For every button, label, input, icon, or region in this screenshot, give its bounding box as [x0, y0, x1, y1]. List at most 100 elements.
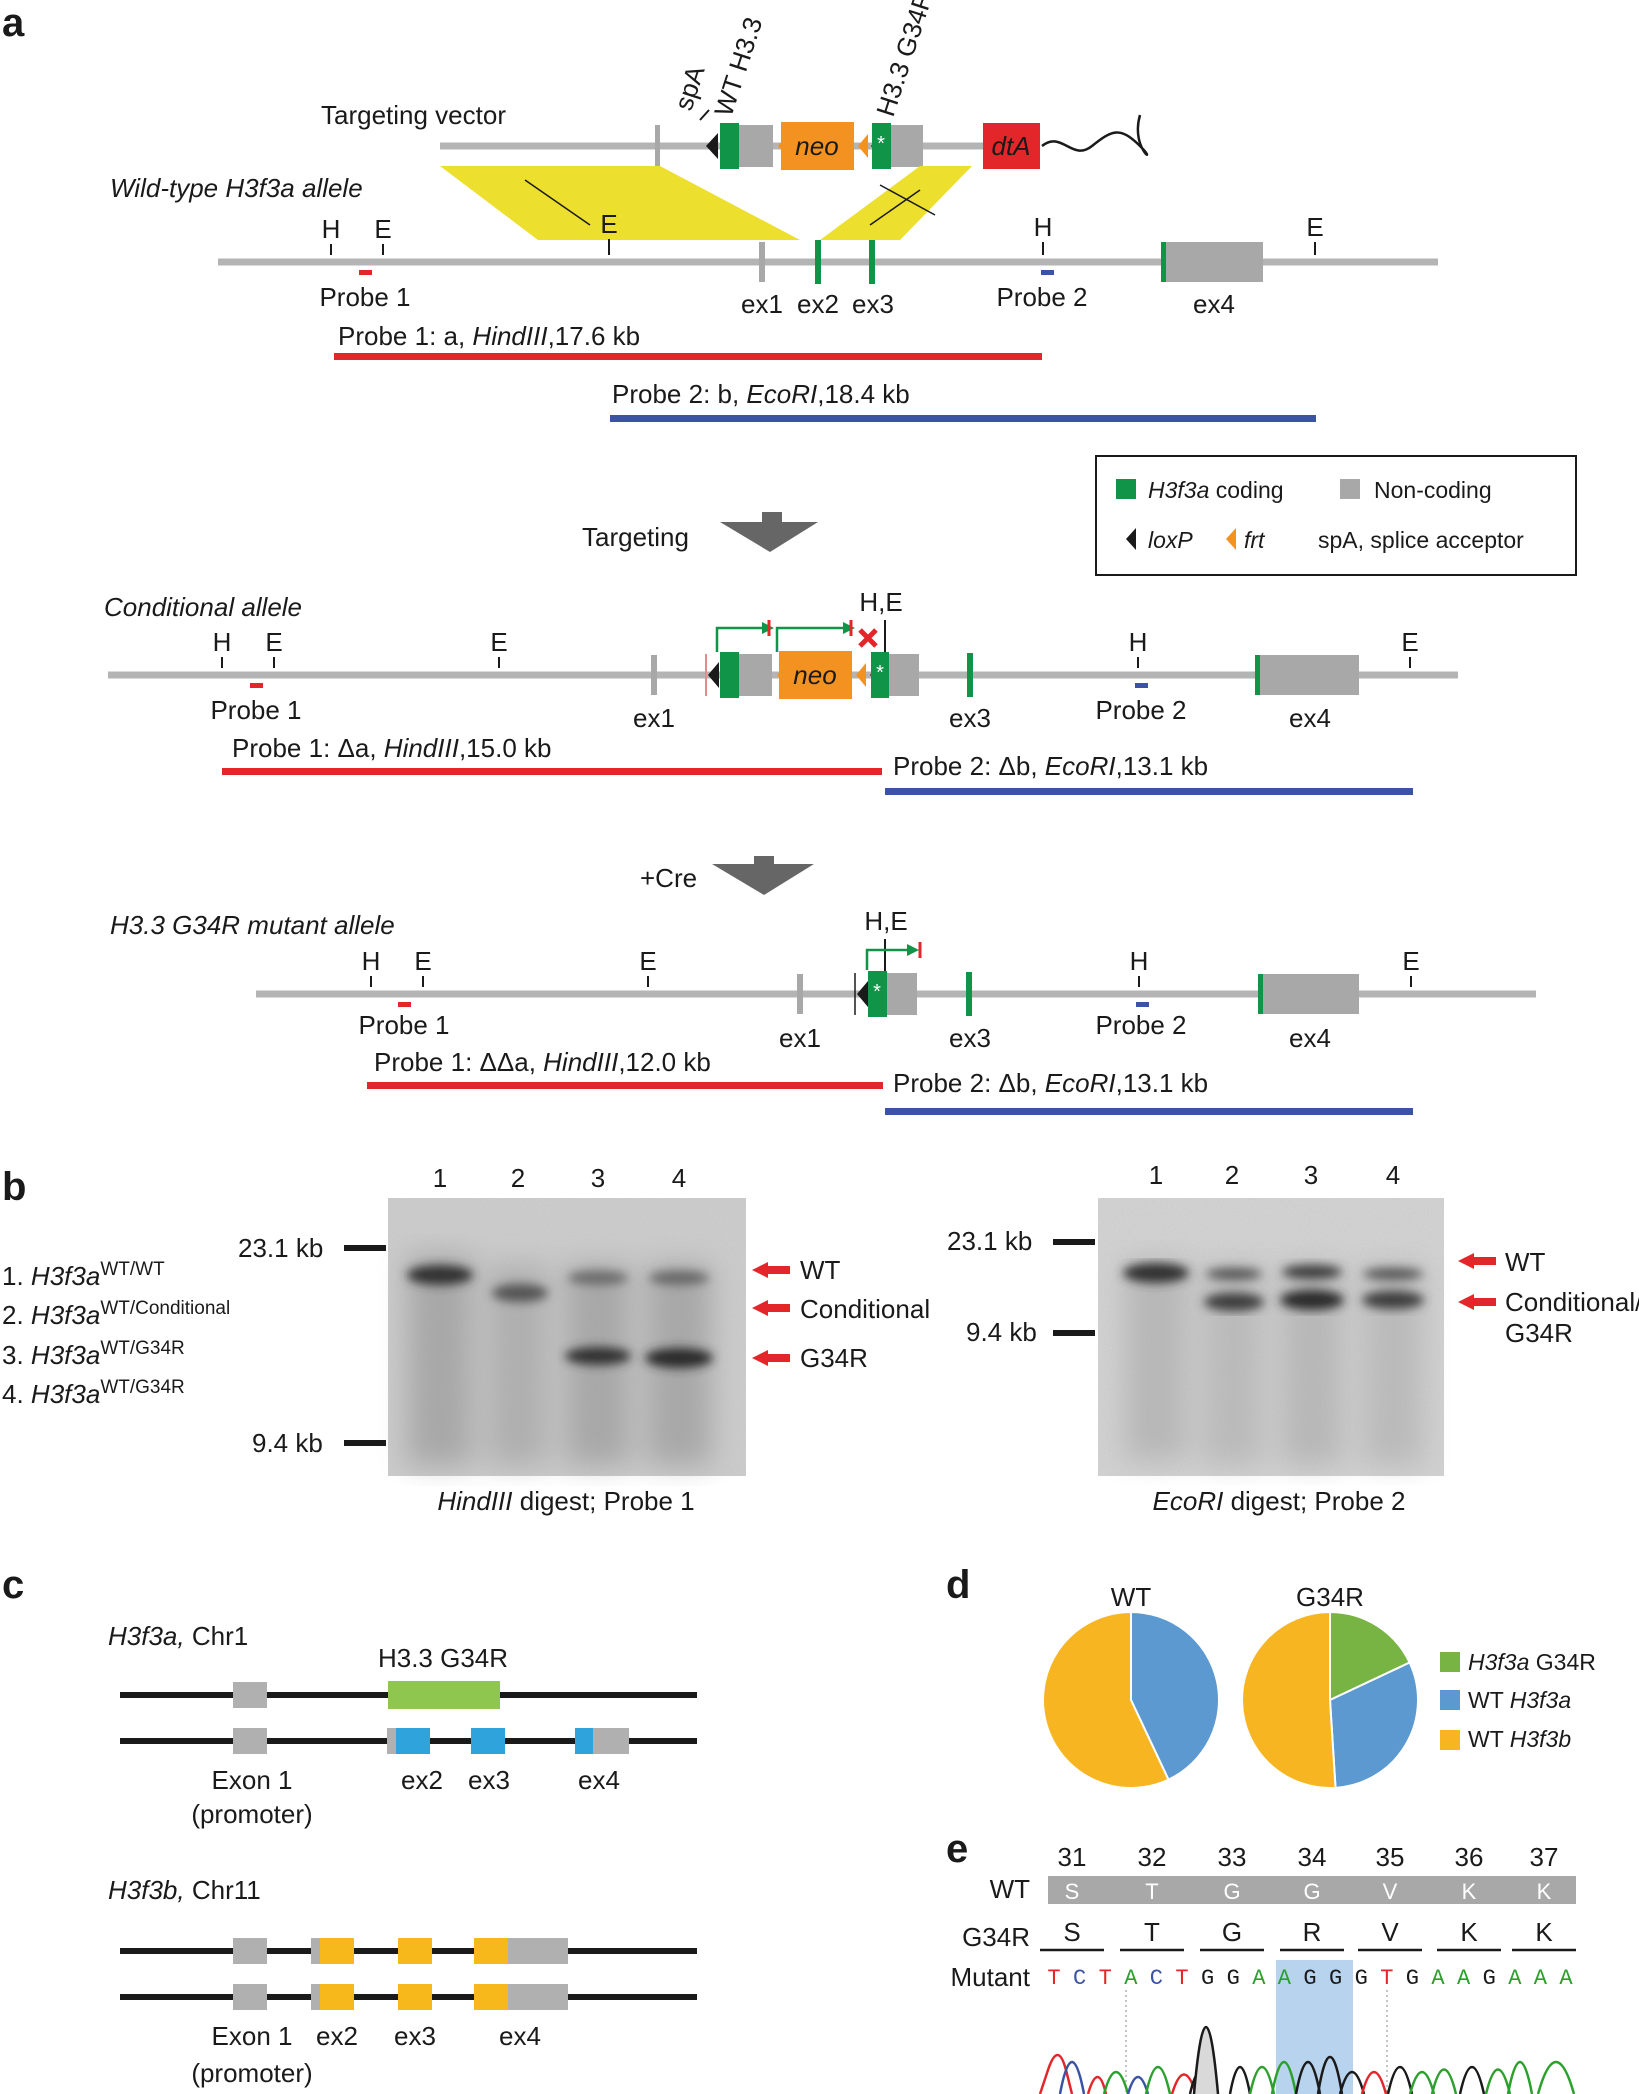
- trace-t: [1086, 2075, 1108, 2094]
- mut-probe2-fragment: [885, 1108, 1413, 1115]
- panel-label-a: a: [2, 1, 25, 45]
- band-arrow-icon: [752, 1350, 790, 1366]
- lane-number: 4: [672, 1163, 686, 1193]
- h3f3a-gene-structure: H3f3a, Chr1 H3.3 G34R Exon 1 (promoter) …: [108, 1621, 697, 1829]
- exon1-box: [233, 1728, 267, 1754]
- loxp-icon: [708, 662, 719, 688]
- left-band-labels: WT Conditional G34R: [752, 1255, 930, 1373]
- band-arrow-icon: [752, 1262, 790, 1278]
- exon2-coding: [320, 1984, 354, 2010]
- base-call: C: [1073, 1966, 1086, 1991]
- homology-arm-5: [440, 166, 800, 240]
- residue-position: 32: [1138, 1842, 1167, 1872]
- vector-g34r-exon: [872, 123, 891, 169]
- wt-residue: V: [1383, 1879, 1398, 1904]
- exon4-noncoding: [1260, 655, 1359, 695]
- h3f3b-label: H3f3b, Chr11: [108, 1875, 261, 1905]
- frt-icon: [1226, 528, 1236, 550]
- site-h: H: [322, 214, 341, 244]
- exon2-noncoding: [387, 1728, 396, 1754]
- genotype-list: 1. H3f3aWT/WT 2. H3f3aWT/Conditional 3. …: [2, 1259, 230, 1409]
- cond-probe2-fragment-label: Probe 2: Δb, EcoRI,13.1 kb: [893, 751, 1208, 781]
- lane-number: 4: [1386, 1160, 1400, 1190]
- base-call: T: [1175, 1966, 1188, 1991]
- band-arrow-icon: [752, 1300, 790, 1316]
- trace-a: [1484, 2068, 1512, 2094]
- pie-title-g34r: G34R: [1296, 1582, 1364, 1612]
- wt-probe2-fragment-label: Probe 2: b, EcoRI,18.4 kb: [612, 379, 910, 409]
- cond-probe2-fragment: [885, 788, 1413, 795]
- exon3: [869, 240, 875, 284]
- marker-low-label: 9.4 kb: [966, 1317, 1037, 1347]
- band-label-conditional: Conditional: [800, 1294, 930, 1324]
- exon2: [815, 240, 821, 284]
- exon1: [651, 655, 657, 695]
- residue-position: 31: [1058, 1842, 1087, 1872]
- h3f3b-exons-row2: [233, 1984, 568, 2010]
- site-e: E: [1306, 212, 1323, 242]
- mutant-noncoding: [887, 973, 917, 1015]
- neo-label: neo: [793, 660, 836, 690]
- pie-title-wt: WT: [1111, 1582, 1152, 1612]
- band-wt: [649, 1271, 709, 1285]
- trace-a: [1408, 2071, 1436, 2094]
- exon4-noncoding: [508, 1938, 568, 1964]
- base-call: G: [1483, 1966, 1496, 1991]
- site-h: H: [1130, 946, 1149, 976]
- residue-position: 33: [1218, 1842, 1247, 1872]
- marker-high-bar: [344, 1245, 386, 1251]
- probe1-label: Probe 1: [210, 695, 301, 725]
- pie-slice-wt-h3f3b: [1241, 1610, 1337, 1789]
- g34r-residue: S: [1063, 1917, 1080, 1947]
- transcript-arrow: [775, 626, 844, 652]
- left-blot-lane-numbers: 1 2 3 4: [433, 1163, 686, 1193]
- band-wt: [1206, 1268, 1262, 1280]
- exon4-coding: [575, 1728, 593, 1754]
- g34r-transgene-label: H3.3 G34R: [378, 1643, 508, 1673]
- pie-legend: H3f3a G34R WT H3f3a WT H3f3b: [1440, 1649, 1596, 1752]
- ex3-label: ex3: [949, 1023, 991, 1053]
- marker-high-label: 23.1 kb: [947, 1226, 1032, 1256]
- targeting-vector-label: Targeting vector: [321, 100, 506, 130]
- legend-coding: H3f3a coding: [1148, 477, 1284, 503]
- trace-a: [1430, 2068, 1458, 2094]
- residue-position: 35: [1376, 1842, 1405, 1872]
- crossover-mark: [524, 179, 591, 226]
- left-blot-caption: HindIII digest; Probe 1: [437, 1486, 694, 1516]
- marker-low-bar: [1053, 1330, 1095, 1336]
- marker-high-label: 23.1 kb: [238, 1233, 323, 1263]
- trace-g: [1316, 2056, 1344, 2094]
- exon4-coding: [474, 1938, 508, 1964]
- vector-e1-tick: [655, 125, 660, 167]
- pie-slice-wt-h3f3a: [1130, 1610, 1220, 1781]
- exon4-coding: [1255, 655, 1260, 695]
- spa-label: spA: [668, 61, 711, 114]
- ex1-label: ex1: [741, 289, 783, 319]
- exon1-label: Exon 1: [212, 2021, 293, 2051]
- band-label-wt: WT: [800, 1255, 841, 1285]
- probe1-mark: [250, 683, 263, 688]
- right-band-labels: WT Conditional/ G34R: [1458, 1247, 1639, 1348]
- probe1-label: Probe 1: [319, 282, 410, 312]
- wt-row-label: WT: [990, 1874, 1031, 1904]
- trace-g: [1338, 2071, 1366, 2094]
- genotype-3: 3. H3f3aWT/G34R: [2, 1338, 185, 1370]
- base-call: A: [1559, 1966, 1573, 1991]
- panel-label-c: c: [2, 1563, 24, 1607]
- right-blot-lane-numbers: 1 2 3 4: [1149, 1160, 1400, 1190]
- crossover-mark: [869, 189, 921, 226]
- probe2-mark: [1136, 1002, 1149, 1007]
- vector-noncoding: [739, 125, 773, 167]
- base-call: G: [1329, 1966, 1342, 1991]
- exon2-noncoding: [311, 1938, 320, 1964]
- plasmid-backbone-icon: [1041, 114, 1149, 156]
- band-g34r: [565, 1347, 631, 1365]
- wt-residue: T: [1145, 1879, 1158, 1904]
- exon3: [967, 653, 973, 697]
- band-label-wt: WT: [1505, 1247, 1546, 1277]
- ex4-label: ex4: [578, 1765, 620, 1795]
- legend-spa: spA, splice acceptor: [1318, 527, 1524, 553]
